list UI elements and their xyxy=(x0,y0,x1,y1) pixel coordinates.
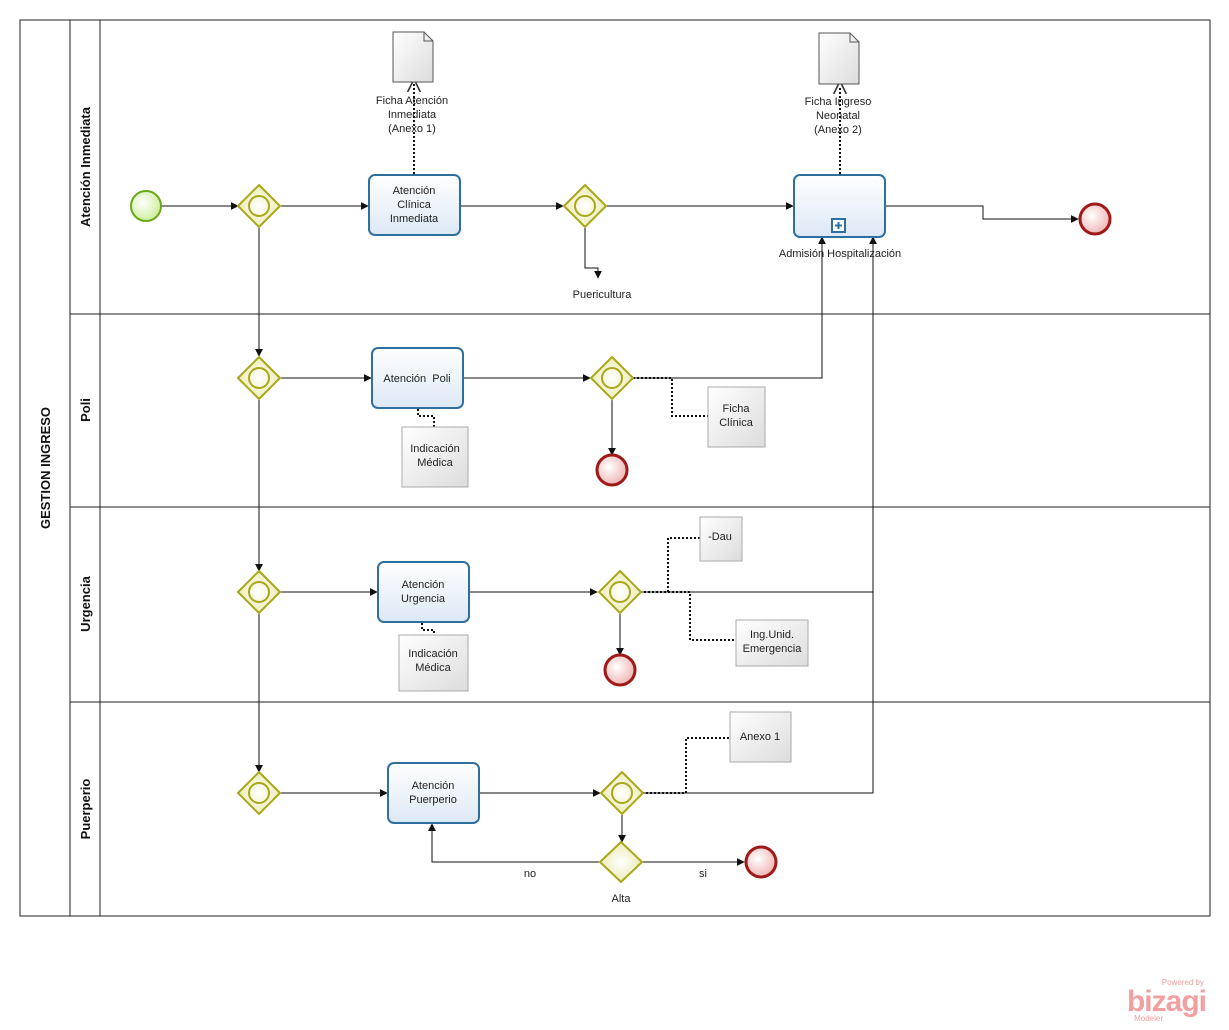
end-event-alta[interactable] xyxy=(744,845,778,879)
artifact-indicacion-poli[interactable]: Indicación Médica xyxy=(401,426,469,488)
artifact-indicacion-urgencia-line1: Indicación xyxy=(408,648,458,660)
label-puericultura: Puericultura xyxy=(573,289,633,301)
document-ficha-atencion[interactable]: Ficha Atención Inmediata (Anexo 1) xyxy=(376,31,448,135)
label-no: no xyxy=(524,868,536,880)
document-ficha-atencion-line1: Ficha Atención xyxy=(376,95,448,107)
bizagi-logo: Powered by bizagi Modeler xyxy=(1127,978,1207,1023)
document-ficha-atencion-line2: Inmediata xyxy=(388,109,437,121)
document-ficha-atencion-line3: (Anexo 1) xyxy=(388,123,436,135)
task-atencion-urgencia-line2: Urgencia xyxy=(401,593,446,605)
artifact-ficha-clinica-line1: Ficha xyxy=(723,403,751,415)
gateway-puerperio-out[interactable] xyxy=(599,770,645,816)
label-si: si xyxy=(699,868,707,880)
artifact-ficha-clinica[interactable]: Ficha Clínica xyxy=(707,386,766,448)
artifact-indicacion-urgencia[interactable]: Indicación Médica xyxy=(398,634,469,692)
task-atencion-poli[interactable]: Atención Poli xyxy=(371,347,464,409)
artifact-indicacion-urgencia-line2: Médica xyxy=(415,662,451,674)
artifact-ing-unid-line2: Emergencia xyxy=(743,643,803,655)
task-atencion-poli-label: Atención Poli xyxy=(383,373,450,385)
task-atencion-urgencia[interactable]: Atención Urgencia xyxy=(377,561,470,623)
task-atencion-clinica[interactable]: Atención Clínica Inmediata xyxy=(368,174,461,236)
artifact-ing-unid[interactable]: Ing.Unid. Emergencia xyxy=(735,619,809,667)
artifact-dau-label: -Dau xyxy=(708,531,732,543)
task-atencion-clinica-line1: Atención xyxy=(393,185,436,197)
gateway-alta[interactable] xyxy=(598,840,644,884)
task-atencion-puerperio-line1: Atención xyxy=(412,780,455,792)
start-event[interactable] xyxy=(130,190,162,222)
label-alta: Alta xyxy=(612,893,632,905)
lane-title-puerperio: Puerperio xyxy=(78,779,93,840)
lane-title-atencion: Atención Inmediata xyxy=(78,106,93,227)
document-ficha-ingreso-line3: (Anexo 2) xyxy=(814,124,862,136)
gateway-poli-in[interactable] xyxy=(236,355,282,401)
artifact-indicacion-poli-line1: Indicación xyxy=(410,443,460,455)
task-atencion-puerperio[interactable]: Atención Puerperio xyxy=(387,762,480,824)
branding-powered: Powered by xyxy=(1162,978,1204,987)
branding-name: bizagi xyxy=(1127,985,1206,1018)
gateway-start-split[interactable] xyxy=(236,183,282,229)
gateway-atencion-after[interactable] xyxy=(562,183,608,229)
lane-title-poli: Poli xyxy=(78,398,93,422)
end-event-main[interactable] xyxy=(1078,202,1112,236)
task-atencion-puerperio-line2: Puerperio xyxy=(409,794,457,806)
document-ficha-ingreso[interactable]: Ficha Ingreso Neonatal (Anexo 2) xyxy=(805,32,872,136)
task-atencion-urgencia-line1: Atención xyxy=(402,579,445,591)
end-event-urgencia[interactable] xyxy=(603,653,637,687)
lane-title-urgencia: Urgencia xyxy=(78,575,93,631)
pool-title: GESTION INGRESO xyxy=(38,407,53,529)
subprocess-admision[interactable]: Admisión Hospitalización xyxy=(779,174,901,260)
artifact-anexo1-label: Anexo 1 xyxy=(740,731,780,743)
document-ficha-ingreso-line1: Ficha Ingreso xyxy=(805,96,872,108)
artifact-ficha-clinica-line2: Clínica xyxy=(719,417,754,429)
subprocess-admision-label: Admisión Hospitalización xyxy=(779,248,901,260)
artifact-anexo1[interactable]: Anexo 1 xyxy=(729,711,792,763)
end-event-poli[interactable] xyxy=(595,453,629,487)
artifact-dau[interactable]: -Dau xyxy=(699,516,743,562)
gateway-urgencia-in[interactable] xyxy=(236,569,282,615)
artifact-ing-unid-line1: Ing.Unid. xyxy=(750,629,794,641)
gateway-urgencia-out[interactable] xyxy=(597,569,643,615)
associations xyxy=(414,84,840,794)
document-ficha-ingreso-line2: Neonatal xyxy=(816,110,860,122)
task-atencion-clinica-line2: Clínica xyxy=(397,199,432,211)
gateway-puerperio-in[interactable] xyxy=(236,770,282,816)
branding-product: Modeler xyxy=(1134,1014,1163,1023)
task-atencion-clinica-line3: Inmediata xyxy=(390,213,439,225)
gateway-poli-out[interactable] xyxy=(589,355,635,401)
sequence-flows xyxy=(162,202,1079,866)
artifact-indicacion-poli-line2: Médica xyxy=(417,457,453,469)
